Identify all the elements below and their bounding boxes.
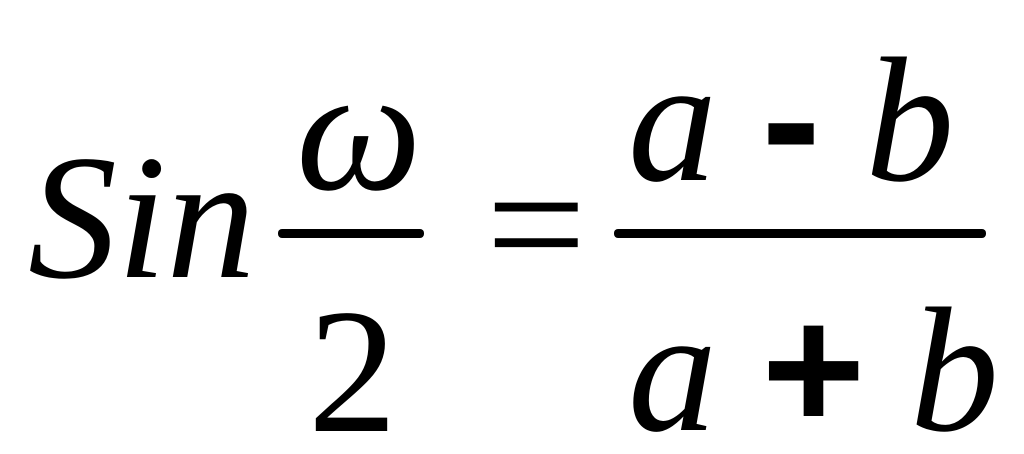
left-fraction-denominator: 2	[308, 272, 397, 454]
numerator-second-term: b	[865, 21, 955, 219]
numerator-operator: -	[761, 19, 821, 218]
right-fraction-bar	[614, 229, 986, 238]
left-fraction-numerator: ω	[296, 30, 422, 228]
right-fraction-denominator: a + b	[628, 280, 999, 454]
numerator-first-term: a	[628, 21, 717, 219]
denominator-operator: +	[761, 269, 866, 454]
left-fraction-bar	[278, 229, 424, 238]
denominator-first-term: a	[628, 271, 717, 454]
equals-sign: =	[486, 125, 587, 323]
function-name: Sin	[28, 118, 256, 316]
right-fraction-numerator: a - b	[628, 30, 954, 210]
denominator-second-term: b	[909, 271, 999, 454]
